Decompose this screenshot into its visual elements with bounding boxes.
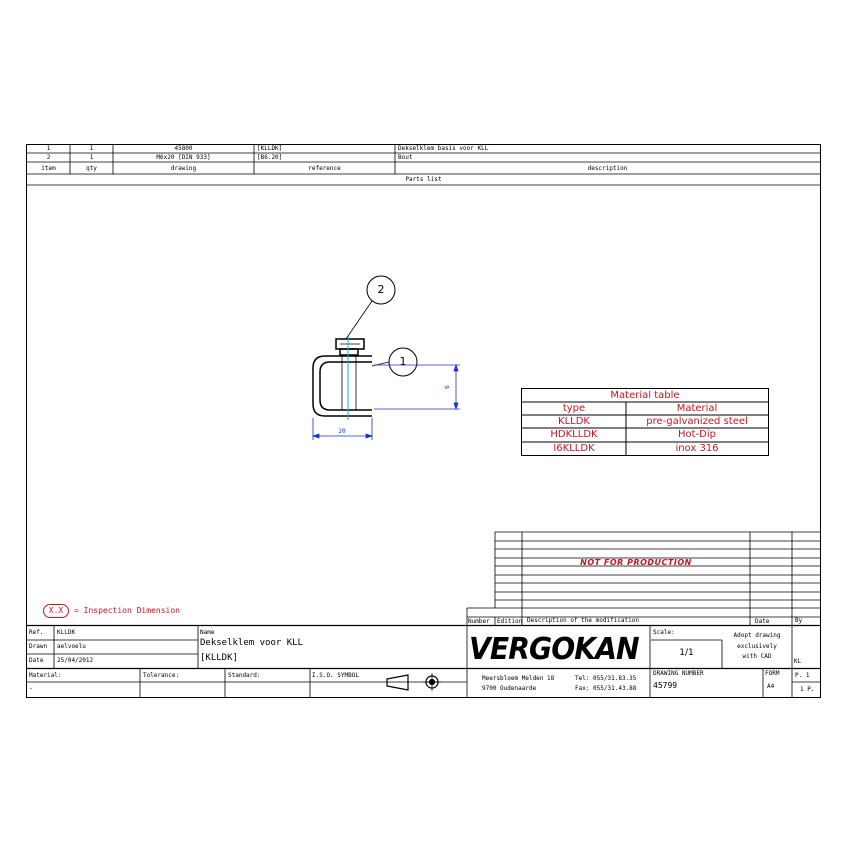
parts-row-1-description: Dekselklem basis voor KLL	[398, 145, 489, 152]
not-for-production-stamp: NOT FOR PRODUCTION	[580, 558, 692, 567]
drawn-label: Drawn	[29, 643, 48, 650]
material-row-2-type: HDKLLDK	[550, 429, 598, 440]
adopt-line-3: with CAD	[742, 653, 772, 660]
adopt-line-2: exclusively	[737, 643, 777, 650]
dimension-width: 20	[338, 428, 346, 435]
revision-grid	[466, 531, 820, 625]
part-view	[312, 338, 372, 417]
parts-header-description: description	[587, 165, 628, 172]
name-label: Name	[200, 629, 215, 636]
revision-header-date: Date	[755, 618, 770, 625]
material-table-title: Material table	[610, 390, 680, 401]
material-header-material: Material	[676, 403, 718, 414]
material-value: -	[29, 685, 33, 692]
parts-header-drawing: drawing	[170, 165, 197, 172]
parts-row-1-drawing: 45800	[174, 145, 193, 152]
name-line-2: [KLLDK]	[200, 653, 238, 663]
inspection-label: = Inspection Dimension	[74, 606, 180, 615]
material-table-grid	[521, 388, 769, 456]
kl-mark: KL	[794, 658, 802, 665]
inspection-symbol-frame	[43, 604, 69, 618]
revision-header-edition: Edition	[497, 618, 523, 625]
form-label: FORM	[765, 670, 780, 677]
material-header-type: type	[562, 403, 586, 414]
revision-header-number: Number	[468, 618, 490, 625]
balloon-2-circle	[366, 275, 396, 305]
parts-header-item: item	[41, 165, 56, 172]
balloon-2-label: 2	[377, 283, 385, 296]
parts-row-2-qty: 1	[89, 154, 94, 161]
iso-symbol-label: I.S.O. SYMBOL	[312, 672, 359, 679]
drawing-border	[26, 144, 821, 698]
material-row-2-material: Hot-Dip	[678, 429, 716, 440]
tolerance-label: Tolerance:	[143, 672, 180, 679]
date-label: Date	[29, 657, 44, 664]
date-value: 25/04/2012	[57, 657, 94, 664]
parts-list-grid	[27, 145, 820, 186]
parts-row-2-description: Bout	[398, 154, 413, 161]
parts-row-2-reference: [B6.20]	[257, 154, 283, 161]
title-block-grid	[27, 624, 820, 697]
parts-row-1-reference: [KLLDK]	[257, 145, 283, 152]
parts-row-1-qty: 1	[89, 145, 94, 152]
parts-header-reference: reference	[308, 165, 341, 172]
standard-label: Standard:	[228, 672, 261, 679]
scale-label: Scale:	[653, 629, 675, 636]
inspection-symbol: X.X	[48, 606, 64, 615]
parts-row-2-item: 2	[46, 154, 51, 161]
ref-value: KLLDK	[57, 629, 76, 636]
address-line-2: 9700 Oudenaarde	[482, 685, 537, 692]
balloon-1-label: 1	[399, 355, 407, 368]
material-label: Material:	[29, 672, 62, 679]
dimension-height: 6	[443, 385, 451, 389]
material-row-1-type: KLLDK	[558, 416, 590, 427]
form-value: A4	[767, 683, 775, 690]
fax: Fax: 055/31.43.88	[575, 685, 637, 692]
parts-row-1-item: 1	[46, 145, 51, 152]
ref-label: Ref.	[29, 629, 44, 636]
drawing-number-label: DRAWING NUMBER	[653, 670, 704, 677]
page-number: P. 1	[795, 672, 810, 679]
adopt-line-1: Adopt drawing	[733, 632, 781, 639]
material-row-1-material: pre-galvanized steel	[646, 416, 748, 427]
name-line-1: Dekselklem voor KLL	[200, 638, 303, 648]
page-count: 1 P.	[800, 686, 815, 693]
material-row-3-material: inox 316	[675, 443, 719, 454]
parts-list-title: Parts list	[405, 176, 442, 183]
phone: Tel: 055/31.83.35	[575, 675, 637, 682]
leader-2	[345, 300, 373, 340]
revision-header-by: By	[795, 617, 803, 624]
address-line-1: Meersbloem Melden 18	[482, 675, 555, 682]
iso-projection-symbol	[386, 673, 441, 691]
parts-row-2-drawing: M6x20 [DIN 933]	[156, 154, 211, 161]
material-row-3-type: I6KLLDK	[553, 443, 595, 454]
drawing-number: 45799	[653, 681, 678, 690]
dimension-lines	[311, 363, 460, 440]
scale-value: 1/1	[679, 648, 694, 658]
drawn-value: aelvoelu	[57, 643, 86, 650]
parts-header-qty: qty	[86, 165, 97, 172]
revision-header-description: Description of the modification	[527, 617, 639, 624]
vergokan-logo: VERGOKAN	[469, 632, 640, 667]
